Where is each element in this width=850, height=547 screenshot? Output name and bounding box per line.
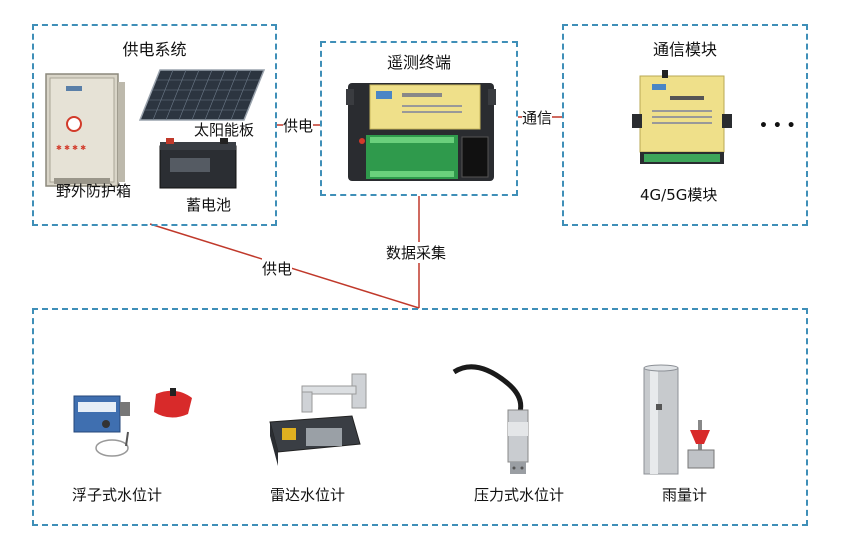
terminal-to-comm-label: 通信 [522,107,553,128]
power-to-sensors-label: 供电 [262,258,293,279]
data-collection-label: 数据采集 [386,242,447,263]
more-modules-ellipsis: • • • [759,118,796,134]
comm-module-title: 通信模块 [652,40,717,59]
sensor-label-pressure: 压力式水位计 [474,486,565,504]
4g-5g-module-label: 4G/5G模块 [640,186,718,204]
power-system-title: 供电系统 [122,40,187,59]
sensor-label-rain: 雨量计 [662,486,708,504]
4g-module-image [630,70,734,174]
sensor-label-radar: 雷达水位计 [270,486,346,504]
pressure-gauge-image [446,362,556,480]
telemetry-terminal-image [346,75,496,185]
float-gauge-image [66,388,202,468]
comm-module-box: 通信模块 • • • 4G/5G模块 [562,24,808,226]
terminal-title: 遥测终端 [386,53,451,72]
battery-label: 蓄电池 [186,196,232,214]
power-system-box: 供电系统 ✱ ✱ ✱ ✱ 野外防护箱 太阳能板 [32,24,277,226]
solar-panel-label: 太阳能板 [194,121,255,139]
power-to-terminal-label: 供电 [283,115,314,136]
rain-gauge-image [632,364,742,480]
telemetry-terminal-box: 遥测终端 [320,41,518,196]
radar-gauge-image [262,370,378,480]
field-enclosure-image: ✱ ✱ ✱ ✱ [44,72,128,190]
svg-text:✱ ✱ ✱ ✱: ✱ ✱ ✱ ✱ [56,144,86,152]
sensor-label-float: 浮子式水位计 [72,486,163,504]
sensors-box: 浮子式水位计 雷达水位计 压力式水位计 [32,308,808,526]
enclosure-label: 野外防护箱 [56,182,132,200]
solar-panel-image [138,68,266,122]
battery-image [156,136,240,190]
